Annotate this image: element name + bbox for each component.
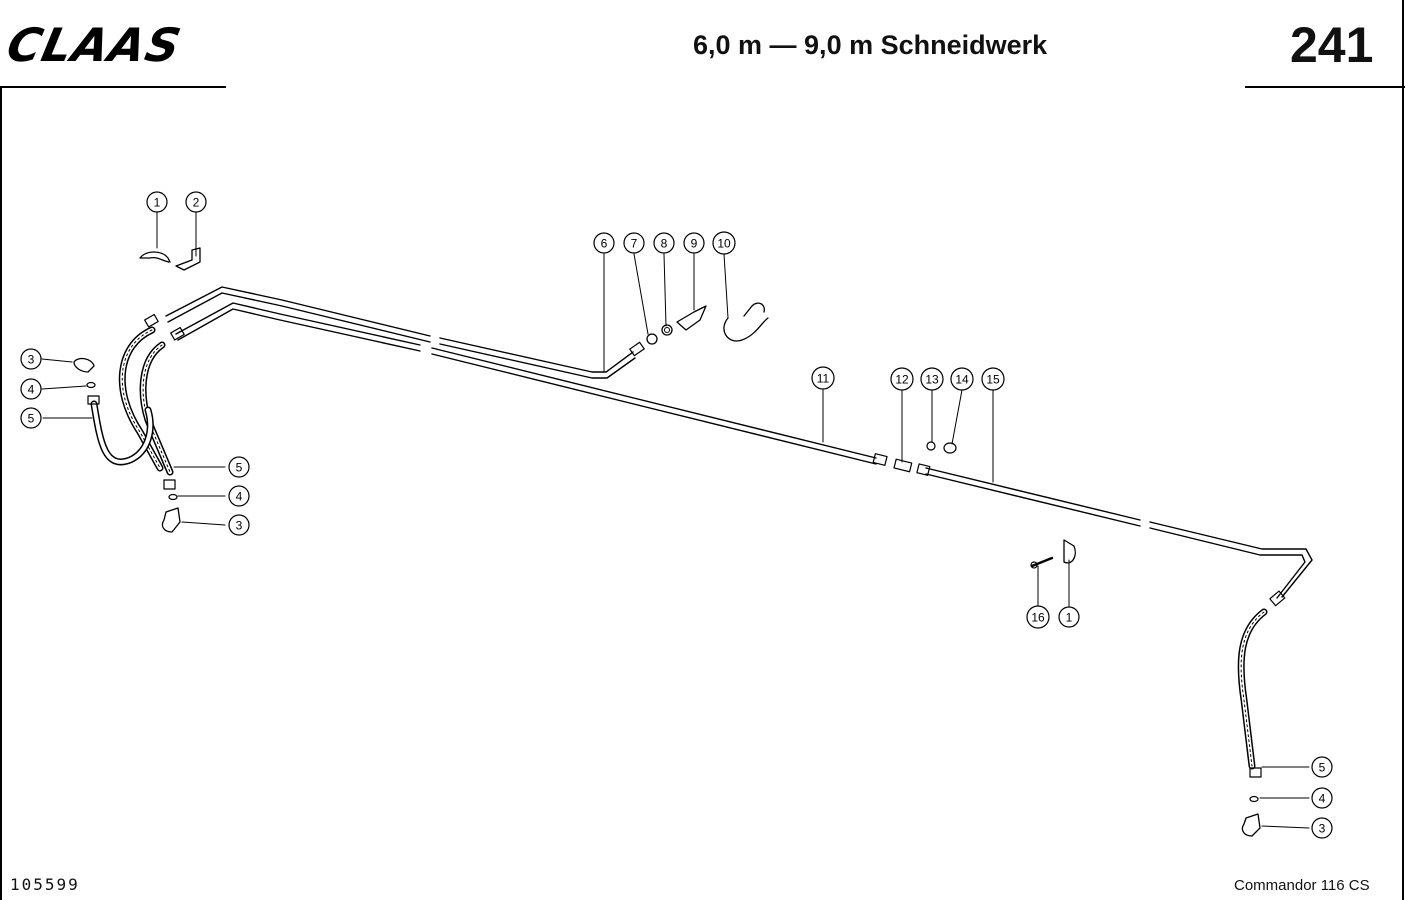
callout-circle: [811, 366, 835, 390]
callout-label: 5: [28, 412, 35, 426]
callout-circle: [890, 367, 914, 391]
callout-7: 7: [623, 232, 645, 254]
callout-10: 10: [712, 231, 736, 255]
callout-circle: [712, 231, 736, 255]
pipe-upper: [165, 286, 645, 379]
callout-1: 1: [1058, 606, 1080, 628]
callout-5: 5: [228, 456, 250, 478]
model-name: Commandor 116 CS: [1234, 877, 1370, 894]
callout-circle: [623, 232, 645, 254]
callout-label: 3: [236, 519, 243, 533]
right-border: [1402, 0, 1404, 900]
callout-4: 4: [20, 378, 42, 400]
pipe-main: [175, 302, 888, 466]
callout-circle: [981, 367, 1005, 391]
clamp-bracket-right: [1030, 539, 1076, 569]
callout-circle: [1311, 756, 1333, 778]
callout-14: 14: [950, 367, 974, 391]
callout-circle: [20, 407, 42, 429]
hose-right: [1237, 608, 1268, 837]
callout-label: 3: [28, 353, 35, 367]
callout-12: 12: [890, 367, 914, 391]
callout-label: 5: [236, 461, 243, 475]
page-number-underline: [1245, 86, 1405, 88]
callout-label: 5: [1319, 761, 1326, 775]
callout-1: 1: [146, 191, 168, 213]
callout-label: 14: [955, 373, 969, 387]
callout-label: 10: [717, 237, 731, 251]
callout-circle: [920, 367, 944, 391]
callout-circle: [683, 232, 705, 254]
callout-label: 16: [1031, 611, 1045, 625]
callout-circle: [950, 367, 974, 391]
callout-8: 8: [653, 232, 675, 254]
callout-2: 2: [185, 191, 207, 213]
callout-label: 6: [601, 237, 608, 251]
callout-5: 5: [20, 407, 42, 429]
callout-label: 8: [661, 237, 668, 251]
nipple-group: [646, 302, 769, 345]
callout-circle: [228, 485, 250, 507]
callout-6: 6: [593, 232, 615, 254]
callout-label: 1: [154, 196, 161, 210]
hose-left-outer: [118, 326, 164, 472]
callout-4: 4: [1311, 787, 1333, 809]
coupling-group: [893, 441, 957, 476]
document-number: 105599: [10, 875, 80, 894]
callout-3: 3: [20, 348, 42, 370]
clamp-bracket-top: [139, 247, 201, 271]
callout-13: 13: [920, 367, 944, 391]
callout-circle: [1311, 817, 1333, 839]
callout-circle: [146, 191, 168, 213]
callout-3: 3: [1311, 817, 1333, 839]
callout-circle: [20, 348, 42, 370]
logo-underline: [0, 86, 226, 88]
callout-label: 12: [895, 373, 909, 387]
callout-circle: [185, 191, 207, 213]
left-fittings: [73, 313, 185, 533]
callout-3: 3: [228, 514, 250, 536]
callout-label: 9: [691, 237, 698, 251]
callout-9: 9: [683, 232, 705, 254]
callout-circle: [1058, 606, 1080, 628]
hose-left-loop: [90, 400, 154, 466]
callout-label: 13: [925, 373, 939, 387]
callout-label: 3: [1319, 822, 1326, 836]
callout-circle: [653, 232, 675, 254]
callout-15: 15: [981, 367, 1005, 391]
callout-label: 15: [986, 373, 1000, 387]
callout-label: 1: [1066, 611, 1073, 625]
callout-circle: [1311, 787, 1333, 809]
callout-11: 11: [811, 366, 835, 390]
callout-5: 5: [1311, 756, 1333, 778]
callout-circle: [228, 456, 250, 478]
callout-label: 4: [1319, 792, 1326, 806]
callout-label: 4: [28, 383, 35, 397]
callout-16: 16: [1026, 605, 1050, 629]
pipe-right: [925, 467, 1313, 607]
callout-circle: [593, 232, 615, 254]
leader-lines: [41, 211, 1310, 829]
callout-circle: [1026, 605, 1050, 629]
callout-4: 4: [228, 485, 250, 507]
page-title: 6,0 m — 9,0 m Schneidwerk: [693, 30, 1048, 60]
callout-label: 7: [631, 237, 638, 251]
callout-circle: [20, 378, 42, 400]
callout-label: 11: [817, 372, 830, 386]
page-number: 241: [1290, 17, 1374, 73]
left-border: [0, 86, 2, 900]
callout-circle: [228, 514, 250, 536]
callout-label: 2: [193, 196, 200, 210]
callout-label: 4: [236, 490, 243, 504]
